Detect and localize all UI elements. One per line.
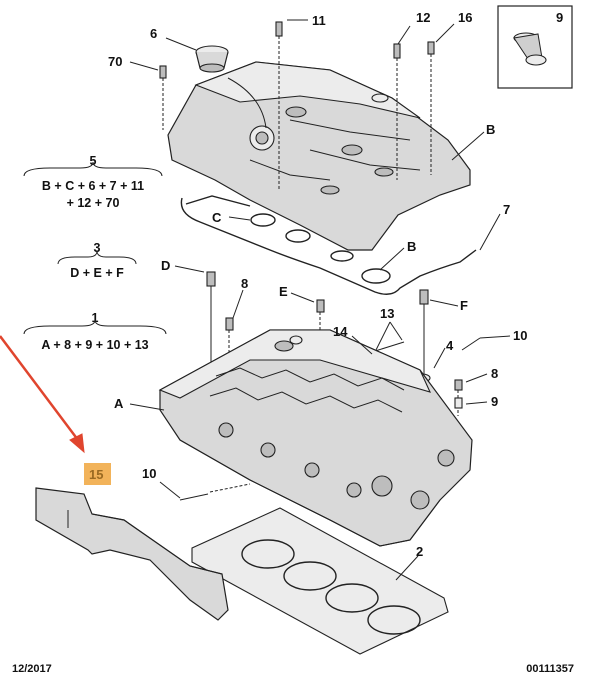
callout-10-lower: 10 bbox=[142, 466, 156, 481]
callout-9-inset: 9 bbox=[556, 10, 563, 25]
group-5-number: 5 bbox=[90, 154, 97, 168]
dowel-sleeve-icon bbox=[513, 32, 547, 66]
seal-rings bbox=[250, 213, 391, 284]
callout-C: C bbox=[212, 210, 222, 225]
callout-13: 13 bbox=[380, 306, 394, 321]
group-3-number: 3 bbox=[94, 241, 101, 255]
callout-D: D bbox=[161, 258, 170, 273]
callout-B-cover: B bbox=[486, 122, 495, 137]
callout-E: E bbox=[279, 284, 288, 299]
footer-reference: 00111357 bbox=[526, 663, 574, 675]
callout-14: 14 bbox=[333, 324, 348, 339]
callout-2: 2 bbox=[416, 544, 423, 559]
group-5-formula: 5 B + C + 6 + 7 + 11 + 12 + 70 bbox=[23, 154, 163, 210]
valve-cover bbox=[167, 61, 471, 251]
callout-11: 11 bbox=[312, 13, 326, 28]
callout-7: 7 bbox=[503, 202, 510, 217]
stud-10-lower bbox=[179, 483, 251, 501]
callout-8-right: 8 bbox=[491, 366, 498, 381]
group-1-number: 1 bbox=[92, 311, 99, 325]
callout-70: 70 bbox=[108, 54, 122, 69]
pointer-arrow bbox=[0, 335, 85, 454]
callout-15: 15 bbox=[89, 467, 103, 482]
callout-4: 4 bbox=[446, 338, 454, 353]
heat-shield bbox=[35, 487, 229, 621]
footer-date: 12/2017 bbox=[12, 663, 52, 675]
callout-B-rings: B bbox=[407, 239, 416, 254]
cover-bolts bbox=[159, 21, 435, 190]
inset-box-part-9 bbox=[497, 5, 573, 89]
callout-8-left: 8 bbox=[241, 276, 248, 291]
callout-16: 16 bbox=[458, 10, 472, 25]
group-1-formula: 1 A + 8 + 9 + 10 + 13 bbox=[23, 311, 167, 352]
callout-9-right: 9 bbox=[491, 394, 498, 409]
group-3-formula: 3 D + E + F bbox=[57, 241, 137, 280]
cover-gasket bbox=[180, 195, 477, 295]
callout-A: A bbox=[114, 396, 124, 411]
callout-10-right: 10 bbox=[513, 328, 527, 343]
group-1-line1: A + 8 + 9 + 10 + 13 bbox=[41, 338, 148, 352]
head-gasket bbox=[191, 507, 449, 655]
group-3-line1: D + E + F bbox=[70, 266, 124, 280]
cylinder-head bbox=[158, 329, 473, 547]
leader-lines bbox=[129, 19, 511, 581]
callout-12: 12 bbox=[416, 10, 430, 25]
callout-6: 6 bbox=[150, 26, 157, 41]
callout-15-highlight: 15 bbox=[84, 463, 111, 485]
oil-filler-cap bbox=[195, 45, 229, 73]
callout-F: F bbox=[460, 298, 468, 313]
group-5-line2: + 12 + 70 bbox=[67, 196, 120, 210]
group-5-line1: B + C + 6 + 7 + 11 bbox=[42, 179, 144, 193]
